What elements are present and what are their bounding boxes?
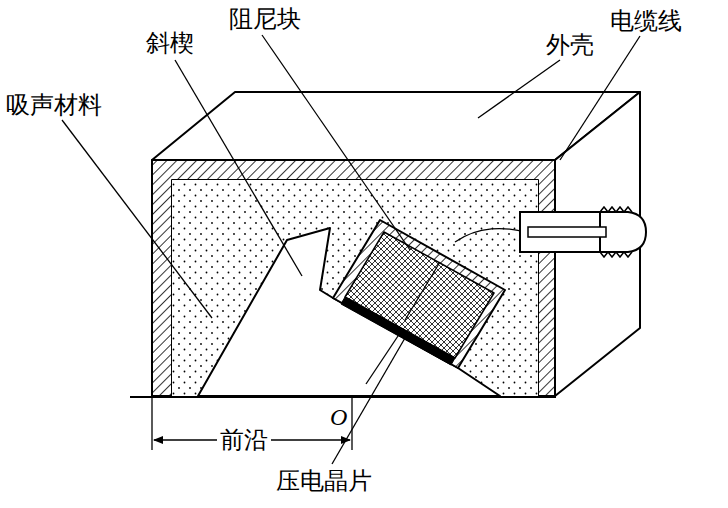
part-label: 阻尼块 <box>229 6 301 32</box>
housing <box>152 92 640 396</box>
point-label: O <box>330 404 347 430</box>
beam-line <box>366 330 402 384</box>
part-label: 斜楔 <box>146 30 194 56</box>
leader-lines <box>62 35 640 464</box>
part-label: 压电晶片 <box>276 468 372 494</box>
cable <box>455 229 528 242</box>
crystal-assembly <box>333 220 505 368</box>
wedge <box>198 228 500 396</box>
connector <box>520 207 646 257</box>
dimension-label: 前沿 <box>217 427 271 453</box>
part-label: 外壳 <box>546 32 594 58</box>
part-label: 吸声材料 <box>6 92 102 118</box>
part-label: 电缆线 <box>610 8 682 34</box>
